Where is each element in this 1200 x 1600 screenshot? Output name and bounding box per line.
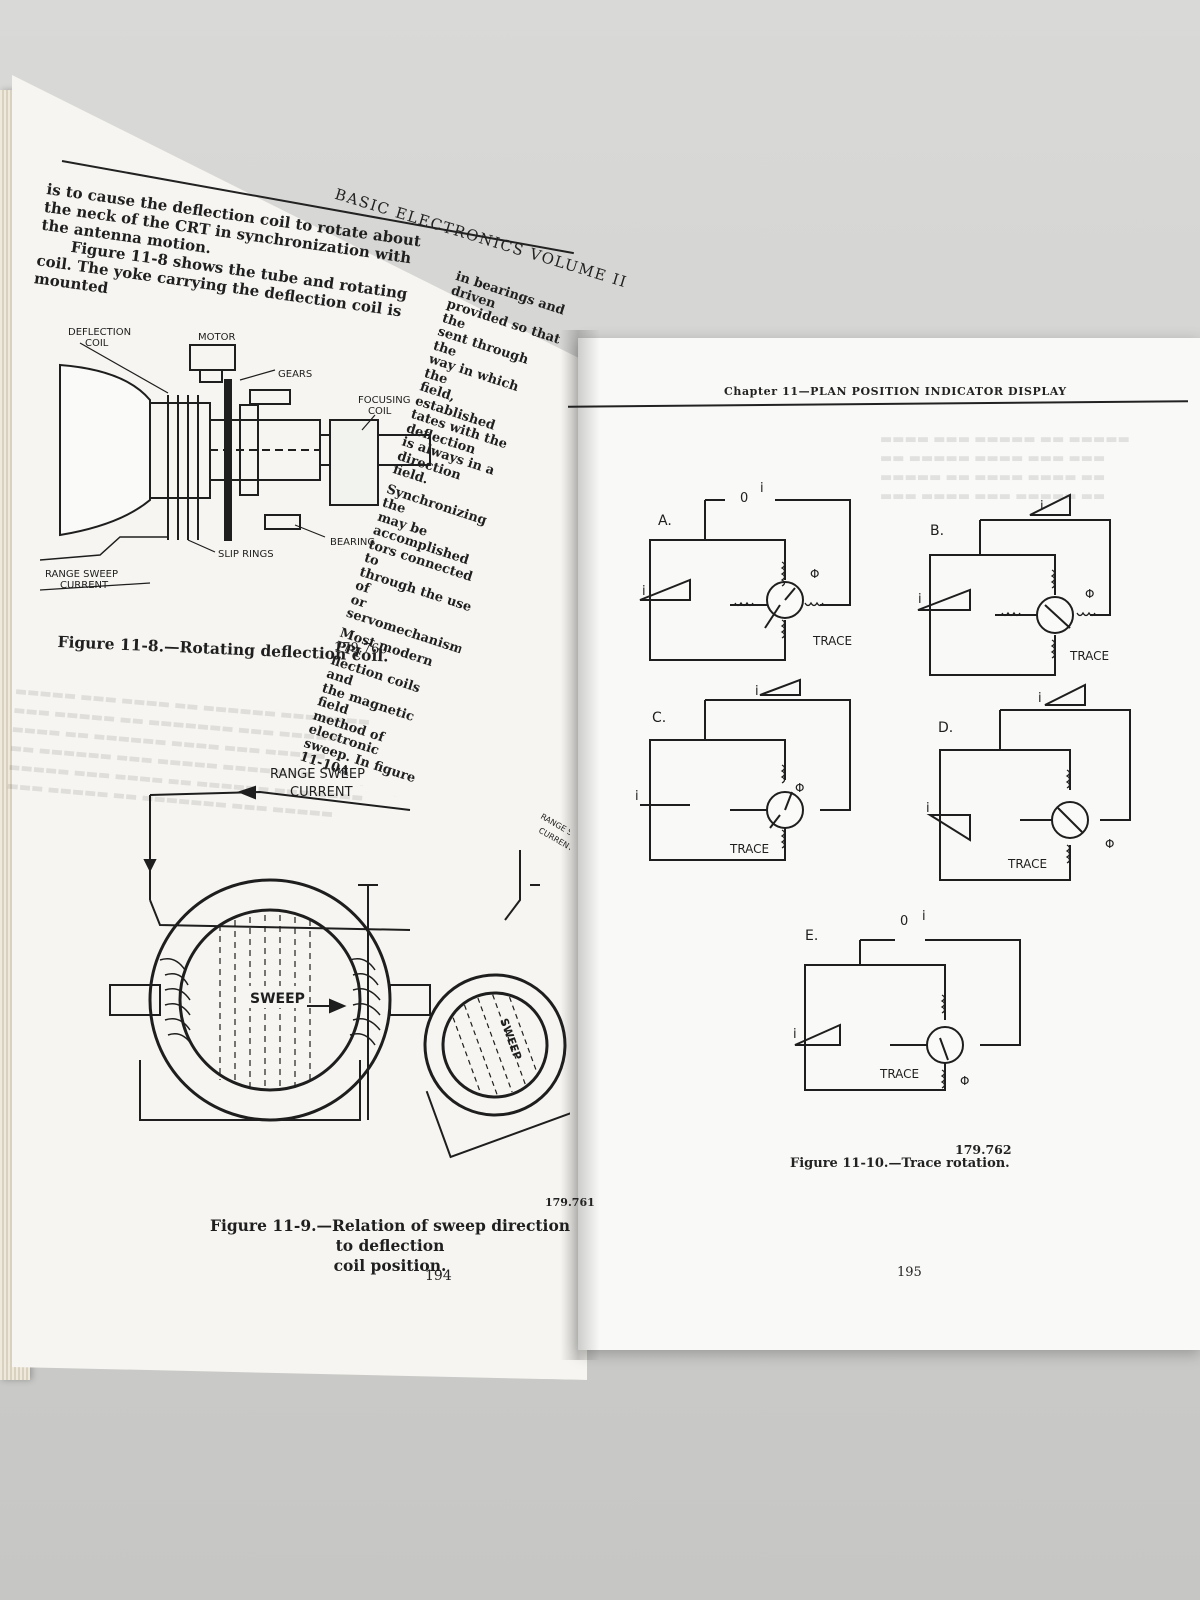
figure-11-8-number: 179.760 bbox=[333, 640, 388, 658]
figure-11-9-caption: Figure 11-9.—Relation of sweep direction… bbox=[200, 1216, 580, 1276]
label-slip-rings: SLIP RINGS bbox=[218, 549, 274, 560]
label-range-sweep-current-2: CURRENT bbox=[60, 580, 109, 591]
label-phi-e: Φ bbox=[960, 1074, 969, 1088]
label-trace-d: TRACE bbox=[1007, 857, 1047, 871]
left-page-number: 194 bbox=[425, 1268, 452, 1284]
label-phi-a: Φ bbox=[810, 567, 819, 581]
right-page bbox=[578, 338, 1200, 1350]
label-trace-a: TRACE bbox=[812, 634, 852, 648]
label-i-d-top: i bbox=[1038, 691, 1042, 706]
label-range-sweep-current-fig9-2: CURRENT bbox=[290, 785, 353, 800]
sweep-label-backdrop bbox=[245, 986, 307, 1008]
book-gutter-shadow bbox=[560, 330, 600, 1360]
panel-label-b: B. bbox=[930, 523, 944, 539]
panel-label-d: D. bbox=[938, 720, 953, 736]
label-i-b: i bbox=[918, 592, 922, 607]
right-running-header: Chapter 11—PLAN POSITION INDICATOR DISPL… bbox=[724, 385, 1067, 398]
figure-11-9-sweep-direction: RANGE SWEEP CURRENT SWEEP SWEEP RANGE SW… bbox=[109, 767, 570, 1159]
figure-11-9-caption-line-1: Figure 11-9.—Relation of sweep direction… bbox=[209, 1216, 571, 1255]
label-focusing-coil-2: COIL bbox=[368, 406, 392, 417]
label-deflection-coil-2: COIL bbox=[85, 338, 109, 349]
label-range-sweep-current-fig9-1: RANGE SWEEP bbox=[270, 767, 365, 782]
label-zero-a: 0 bbox=[740, 491, 748, 506]
label-phi-c: Φ bbox=[795, 781, 804, 795]
label-i-a: i bbox=[642, 584, 646, 599]
label-i-e-top: i bbox=[922, 909, 926, 924]
panel-label-a: A. bbox=[658, 513, 672, 529]
label-range-sweep-current-1: RANGE SWEEP bbox=[45, 569, 118, 580]
label-i-b-top: i bbox=[1040, 499, 1044, 514]
label-gears: GEARS bbox=[278, 369, 312, 380]
label-focusing-coil-1: FOCUSING bbox=[358, 395, 410, 406]
label-i-e: i bbox=[793, 1027, 797, 1042]
right-page-number: 195 bbox=[897, 1265, 922, 1280]
label-phi-d: Φ bbox=[1105, 837, 1114, 851]
figure-11-10-caption: Figure 11-10.—Trace rotation. bbox=[790, 1156, 1010, 1171]
figure-11-10-trace-rotation: A. B. C. D. E. 0 i i i i i i i i 0 i i T… bbox=[635, 481, 1131, 1091]
label-trace-b: TRACE bbox=[1069, 649, 1109, 663]
label-i-c: i bbox=[635, 789, 639, 804]
panel-label-e: E. bbox=[805, 928, 818, 944]
label-deflection-coil-1: DEFLECTION bbox=[68, 327, 131, 338]
label-bearing: BEARING bbox=[330, 537, 375, 548]
figure-11-10-number: 179.762 bbox=[955, 1142, 1012, 1157]
label-phi-b: Φ bbox=[1085, 587, 1094, 601]
label-motor: MOTOR bbox=[198, 332, 235, 343]
figure-11-8-rotating-deflection-coil: DEFLECTION COIL MOTOR GEARS FOCUSING COI… bbox=[40, 327, 431, 591]
figure-11-9-caption-line-2: coil position. bbox=[333, 1256, 447, 1275]
label-trace-c: TRACE bbox=[729, 842, 769, 856]
label-i-d: i bbox=[926, 801, 930, 816]
panel-label-c: C. bbox=[652, 710, 666, 726]
label-sweep-rotated: SWEEP bbox=[497, 1017, 524, 1062]
label-zero-e: 0 bbox=[900, 914, 908, 929]
label-i-a-top: i bbox=[760, 481, 764, 496]
label-i-c-top: i bbox=[755, 684, 759, 699]
label-sweep: SWEEP bbox=[250, 991, 305, 1007]
figure-11-9-number: 179.761 bbox=[545, 1196, 595, 1209]
label-trace-e: TRACE bbox=[879, 1067, 919, 1081]
